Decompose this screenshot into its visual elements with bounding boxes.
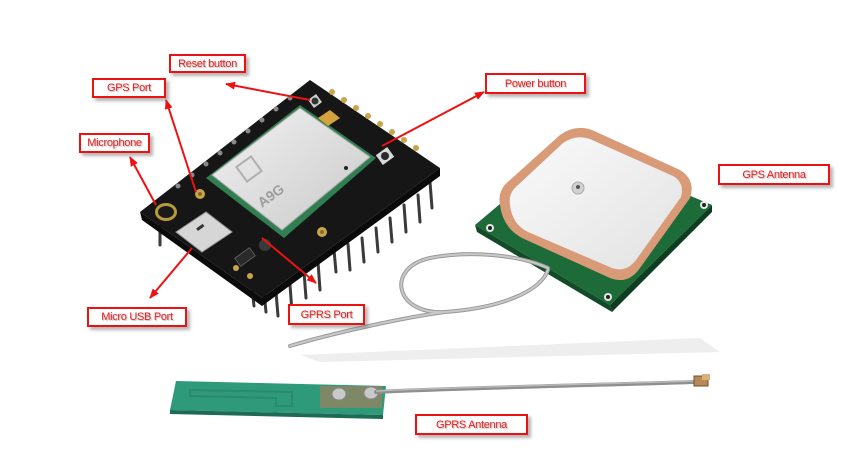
label-gps-antenna: GPS Antenna xyxy=(718,164,830,185)
label-power-button: Power button xyxy=(485,73,586,94)
label-microphone: Microphone xyxy=(79,133,150,153)
label-micro-usb-port: Micro USB Port xyxy=(87,307,187,327)
label-gprs-antenna: GPRS Antenna xyxy=(415,414,528,435)
label-reset-button: Reset button xyxy=(169,54,246,73)
floor-shadow xyxy=(300,338,720,362)
annotation-arrows xyxy=(129,81,485,299)
gps-antenna xyxy=(475,127,712,312)
label-gps-port: GPS Port xyxy=(92,78,166,98)
gprs-antenna xyxy=(170,374,710,419)
label-gprs-port: GPRS Port xyxy=(288,304,365,325)
a9g-board: A9G xyxy=(140,80,440,318)
